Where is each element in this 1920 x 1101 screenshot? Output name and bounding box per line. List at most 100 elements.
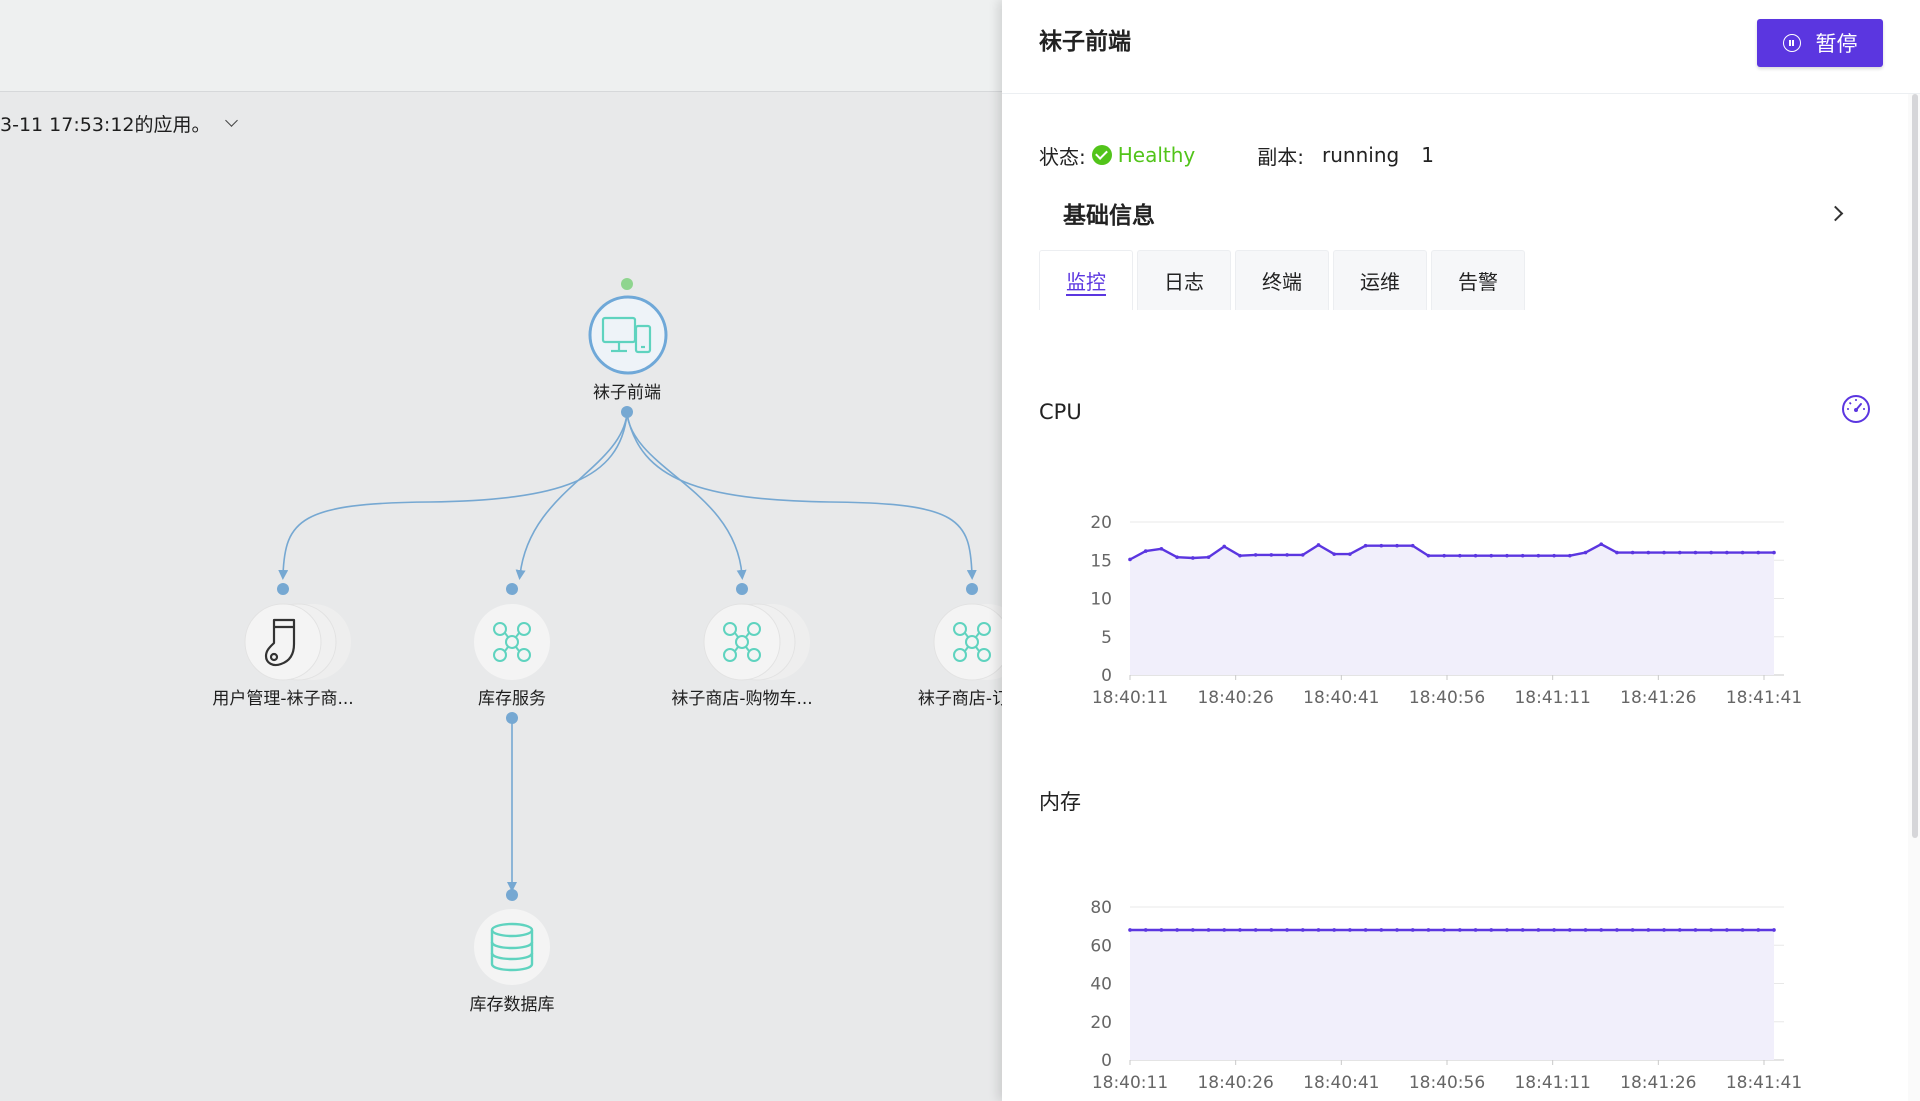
data-point: [1646, 928, 1651, 932]
data-point: [1630, 550, 1635, 555]
data-point: [1191, 928, 1195, 932]
pause-button-label: 暂停: [1815, 32, 1858, 56]
drawer-title: 袜子前端: [1039, 29, 1131, 55]
data-point: [1568, 553, 1572, 558]
sock-icon: [264, 618, 296, 667]
tab-alerts[interactable]: 告警: [1431, 250, 1525, 310]
data-point: [1725, 928, 1729, 932]
y-tick-label: 0: [1101, 666, 1112, 686]
basic-info-label: 基础信息: [1063, 203, 1155, 229]
tab-ops[interactable]: 运维: [1333, 250, 1427, 310]
data-point: [1552, 553, 1556, 558]
network-nodes-icon: [723, 622, 761, 662]
data-point: [1709, 928, 1713, 932]
node-cart[interactable]: [703, 603, 810, 681]
version-select[interactable]: 3-11 17:53:12的应用。: [0, 108, 238, 138]
port-dot[interactable]: [277, 583, 289, 595]
data-point: [1505, 553, 1509, 558]
data-point: [1568, 928, 1572, 932]
data-point: [1583, 928, 1588, 932]
series-line: [1129, 543, 1774, 561]
node-label-cart[interactable]: 袜子商店-购物车...: [671, 689, 813, 709]
x-tick-label: 18:41:26: [1620, 688, 1696, 708]
x-tick-label: 18:40:11: [1092, 688, 1168, 708]
data-point: [1489, 928, 1494, 932]
data-point: [1693, 928, 1698, 932]
data-point: [1442, 928, 1446, 932]
y-tick-label: 10: [1090, 590, 1112, 610]
data-point: [1143, 928, 1148, 932]
node-label-inventory-db[interactable]: 库存数据库: [469, 995, 555, 1015]
memory-chart-title: 内存: [1039, 790, 1081, 814]
pause-button[interactable]: 暂停: [1757, 19, 1883, 67]
tab-terminal[interactable]: 终端: [1235, 250, 1329, 310]
node-label-inventory[interactable]: 库存服务: [478, 689, 546, 709]
node-frontend[interactable]: [588, 295, 668, 375]
replica-label: 副本:: [1257, 144, 1305, 169]
x-tick-label: 18:40:56: [1409, 688, 1485, 708]
data-point: [1772, 928, 1776, 932]
status-value: Healthy: [1117, 143, 1196, 167]
data-point: [1300, 928, 1305, 932]
scroll-thumb[interactable]: [1912, 94, 1918, 838]
data-point: [1426, 928, 1431, 932]
data-point: [1458, 928, 1462, 932]
y-tick-label: 5: [1101, 628, 1112, 648]
data-point: [1332, 552, 1336, 556]
port-dot[interactable]: [966, 583, 978, 595]
data-point: [1363, 928, 1368, 932]
data-point: [1175, 928, 1179, 932]
port-dot[interactable]: [621, 406, 633, 418]
port-dot[interactable]: [736, 583, 748, 595]
data-point: [1646, 550, 1651, 555]
data-point: [1191, 556, 1195, 560]
tab-logs[interactable]: 日志: [1137, 250, 1231, 310]
port-dot[interactable]: [506, 583, 518, 595]
topology-canvas[interactable]: 3-11 17:53:12的应用。: [0, 0, 1002, 1101]
status-row: 状态: Healthy 副本: running 1: [1039, 140, 1434, 170]
data-point: [1599, 542, 1604, 546]
data-point: [1693, 550, 1698, 555]
data-point: [1740, 928, 1745, 932]
node-inventory[interactable]: [474, 604, 550, 680]
node-label-frontend[interactable]: 袜子前端: [593, 383, 661, 403]
node-user-mgmt[interactable]: [244, 603, 351, 681]
y-tick-label: 15: [1090, 551, 1112, 571]
data-point: [1222, 928, 1227, 932]
network-nodes-icon: [493, 622, 531, 662]
data-point: [1222, 544, 1227, 549]
data-point: [1615, 550, 1619, 555]
basic-info-toggle[interactable]: 基础信息: [1063, 198, 1853, 229]
network-nodes-icon: [953, 622, 991, 662]
node-label-order[interactable]: 袜子商店-订单: [917, 689, 1002, 709]
port-dot[interactable]: [506, 712, 518, 724]
data-point: [1348, 552, 1352, 556]
chevron-right-icon[interactable]: [1827, 205, 1844, 221]
data-point: [1473, 928, 1478, 932]
data-point: [1615, 928, 1619, 932]
node-label-user-mgmt[interactable]: 用户管理-袜子商...: [212, 689, 354, 709]
data-point: [1332, 928, 1336, 932]
data-point: [1348, 928, 1352, 932]
data-point: [1395, 928, 1399, 932]
series-area: [1130, 930, 1774, 1060]
data-point: [1143, 549, 1148, 553]
data-point: [1756, 928, 1761, 932]
node-inventory-db[interactable]: [474, 909, 550, 985]
detail-drawer: 袜子前端 暂停 状态: Healthy 副本: running 1 基础信息 监…: [1002, 0, 1920, 1101]
data-point: [1740, 550, 1745, 555]
port-dot[interactable]: [506, 889, 518, 901]
x-tick-label: 18:40:41: [1303, 1073, 1379, 1093]
y-tick-label: 20: [1090, 513, 1112, 533]
gauge-icon[interactable]: [1840, 393, 1872, 425]
drawer-scrollbar[interactable]: [1908, 94, 1920, 1101]
node-order[interactable]: [933, 603, 1002, 681]
data-point: [1269, 928, 1274, 932]
data-point: [1536, 928, 1541, 932]
x-tick-label: 18:40:26: [1197, 1073, 1273, 1093]
data-point: [1159, 928, 1164, 932]
data-point: [1426, 553, 1431, 558]
tab-monitor[interactable]: 监控: [1039, 250, 1133, 310]
